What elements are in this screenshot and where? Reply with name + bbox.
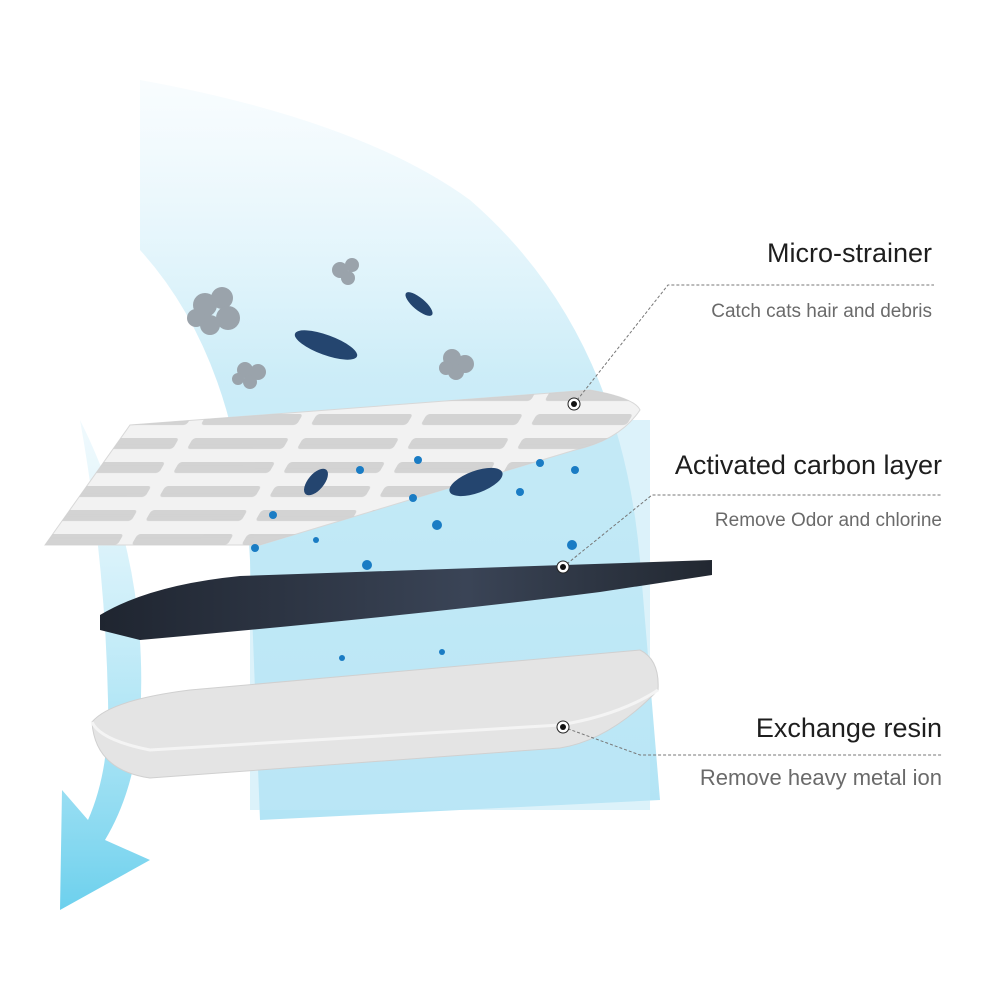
bacteria-icon <box>405 292 433 316</box>
callout-lines <box>562 284 942 756</box>
flow-arrow <box>60 420 150 910</box>
bacteria-icon <box>294 330 358 360</box>
debris-particles <box>187 258 474 389</box>
bacteria <box>294 292 503 497</box>
debris-icon <box>439 349 474 380</box>
micro-strainer-layer <box>44 389 641 546</box>
debris-icon <box>187 287 240 335</box>
callout-markers <box>556 397 581 734</box>
debris-icon <box>232 362 266 389</box>
activated-carbon-layer <box>100 560 712 640</box>
debris-icon <box>332 258 359 285</box>
layer-title: Activated carbon layer <box>674 450 942 480</box>
layer-description: Remove heavy metal ion <box>699 765 942 790</box>
bacteria-icon <box>304 468 328 496</box>
bacteria-icon <box>449 467 503 497</box>
contaminant-dots <box>251 456 579 661</box>
layer-title: Exchange resin <box>755 713 942 743</box>
layer-description: Catch cats hair and debris <box>711 301 932 322</box>
marker-icon <box>556 720 570 734</box>
layer-description: Remove Odor and chlorine <box>714 510 942 531</box>
marker-icon <box>556 560 570 574</box>
layer-title: Micro-strainer <box>766 238 932 268</box>
marker-icon <box>567 397 581 411</box>
